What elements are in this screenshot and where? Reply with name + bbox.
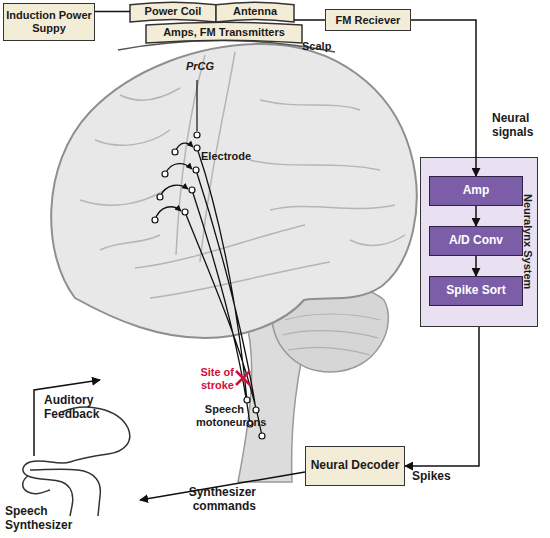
part-label: Electrode (201, 150, 261, 163)
neuron-cell (162, 171, 168, 177)
node-text: Induction Power Suppy (4, 9, 94, 34)
connector (411, 20, 476, 176)
electrode-lead (196, 80, 197, 131)
part-label: Scalp (302, 40, 342, 53)
transmitter-band: Amps, FM Transmitters (146, 21, 302, 43)
neuron-arrow (155, 207, 181, 220)
node-text: Amp (463, 184, 490, 198)
connector (95, 11, 130, 13)
neuron-cells (152, 145, 265, 439)
node-text: Neural Decoder (311, 459, 400, 473)
node-text: Spike Sort (446, 284, 505, 298)
decoder-box: Neural Decoder (305, 446, 405, 486)
node-text: FM Reciever (336, 14, 401, 27)
connector (405, 327, 479, 466)
neuron-arrow (165, 164, 192, 174)
neuron-cell (172, 149, 178, 155)
node-text: Speech Synthesizer (5, 505, 77, 533)
process-box: A/D Conv (429, 226, 523, 256)
node-text: Neuralynx System (521, 158, 534, 326)
motoneuron-cell (253, 407, 259, 413)
region-label: PrCG (186, 60, 226, 73)
part-label: Speech motoneurons (196, 403, 244, 428)
node-text: Power Coil (145, 5, 202, 18)
receiver-box: FM Reciever (325, 9, 411, 31)
neuron-cell (189, 187, 195, 193)
stroke-label: Site of stroke (182, 366, 234, 391)
vocal-tract-outline (23, 407, 130, 516)
vocal-tract-lips (23, 476, 50, 494)
process-box: Spike Sort (429, 276, 523, 306)
edge-label: Synthesizer commands (166, 486, 256, 514)
motoneuron-cell (244, 397, 250, 403)
connector (294, 19, 325, 21)
neuron-cell (193, 167, 199, 173)
motor-tract (185, 148, 262, 436)
electrode-tip (194, 132, 200, 138)
neuron-cell (157, 194, 163, 200)
antenna-band: Antenna (216, 1, 294, 22)
band-shape (216, 2, 294, 22)
cerebrum (51, 44, 417, 338)
band-shape (130, 2, 216, 22)
edge-label: Neural signals (492, 112, 548, 140)
motoneuron-cell (247, 421, 253, 427)
process-box: Amp (429, 176, 523, 206)
node-text: Antenna (233, 5, 277, 18)
stroke-mark (236, 371, 250, 385)
motoneuron-cell (259, 433, 265, 439)
band-shape (146, 22, 302, 43)
neuron-arrow (160, 185, 188, 197)
neuron-cell (152, 217, 158, 223)
node-text: Amps, FM Transmitters (163, 26, 285, 39)
neuron-cell (194, 145, 200, 151)
system-box: Neuralynx System AmpA/D ConvSpike Sort (420, 157, 538, 327)
edge-label: Spikes (412, 470, 472, 484)
feedback-label: Auditory Feedback (44, 394, 114, 422)
coil-band: Power Coil (130, 1, 216, 22)
node-text: A/D Conv (449, 234, 503, 248)
cerebellum-folia (282, 314, 380, 355)
power-supply-box: Induction Power Suppy (3, 3, 95, 41)
neuron-cell (182, 209, 188, 215)
brain-sulci (80, 52, 405, 298)
